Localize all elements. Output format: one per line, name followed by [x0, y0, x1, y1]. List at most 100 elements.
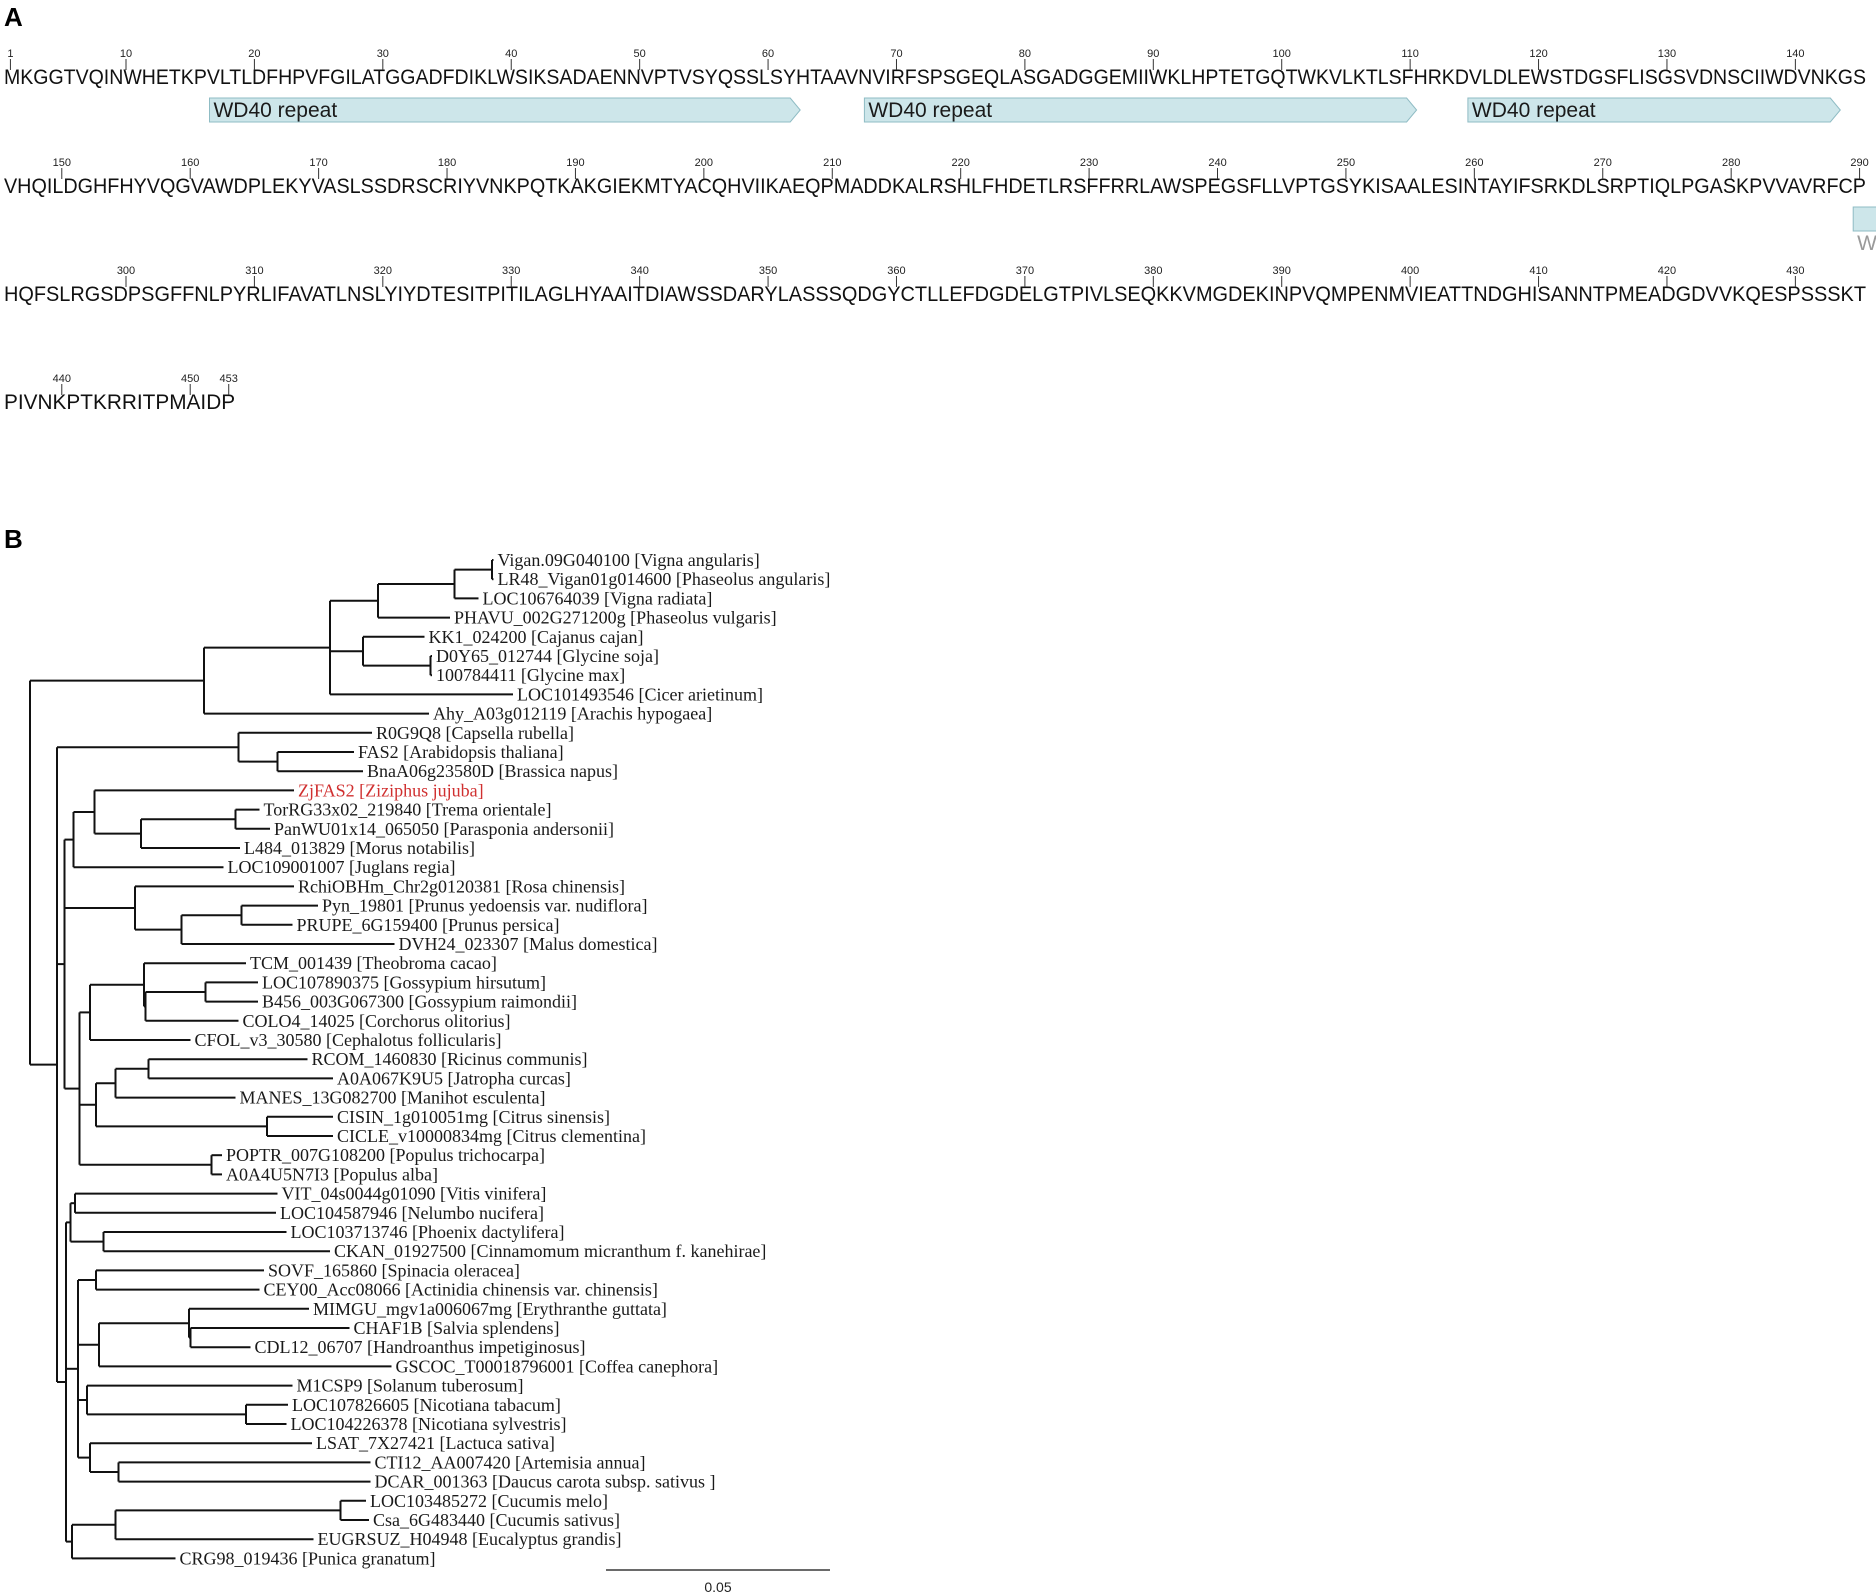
position-label: 30 — [377, 48, 389, 60]
position-label: 250 — [1337, 157, 1355, 169]
taxon-label: LOC104587946 [Nelumbo nucifera] — [280, 1203, 544, 1223]
position-label: 270 — [1594, 157, 1612, 169]
position-label: 130 — [1658, 48, 1676, 60]
position-label: 380 — [1144, 265, 1162, 277]
protein-sequence-map: MKGGTVQINWHETKPVLTLDFHPVFGILATGGADFDIKLW… — [4, 48, 1876, 414]
position-label: 100 — [1273, 48, 1291, 60]
taxon-label: LOC103485272 [Cucumis melo] — [370, 1491, 608, 1511]
position-label: 180 — [438, 157, 456, 169]
taxon-label: KK1_024200 [Cajanus cajan] — [429, 627, 644, 647]
position-label: 370 — [1016, 265, 1034, 277]
position-label: 60 — [762, 48, 774, 60]
taxon-label: LOC101493546 [Cicer arietinum] — [517, 684, 763, 704]
taxon-label: VIT_04s0044g01090 [Vitis vinifera] — [282, 1184, 547, 1204]
position-label: 300 — [117, 265, 135, 277]
wd40-repeat-arrow — [209, 97, 801, 123]
position-label: 310 — [245, 265, 263, 277]
taxon-label: CKAN_01927500 [Cinnamomum micranthum f. … — [334, 1241, 766, 1261]
position-label: 350 — [759, 265, 777, 277]
position-label: 360 — [887, 265, 905, 277]
wd40-repeat-label: WD40 repeat — [213, 99, 337, 122]
taxon-label: M1CSP9 [Solanum tuberosum] — [297, 1376, 524, 1396]
phylogenetic-tree: Vigan.09G040100 [Vigna angularis]LR48_Vi… — [29, 550, 831, 1595]
taxon-label: DCAR_001363 [Daucus carota subsp. sativu… — [375, 1472, 716, 1492]
taxon-label: B456_003G067300 [Gossypium raimondii] — [262, 992, 577, 1012]
position-label: 450 — [181, 373, 199, 385]
taxon-label: CTI12_AA007420 [Artemisia annua] — [375, 1452, 646, 1472]
taxon-label: TCM_001439 [Theobroma cacao] — [250, 953, 497, 973]
taxon-label: PanWU01x14_065050 [Parasponia andersonii… — [274, 819, 614, 839]
taxon-label: POPTR_007G108200 [Populus trichocarpa] — [226, 1145, 545, 1165]
position-label: 430 — [1786, 265, 1804, 277]
scale-bar-label: 0.05 — [704, 1579, 731, 1595]
position-label: 400 — [1401, 265, 1419, 277]
taxon-label: DVH24_023307 [Malus domestica] — [399, 934, 658, 954]
taxon-label: A0A4U5N7I3 [Populus alba] — [226, 1164, 438, 1184]
taxon-label: Csa_6G483440 [Cucumis sativus] — [373, 1510, 620, 1530]
taxon-label: CDL12_06707 [Handroanthus impetiginosus] — [255, 1337, 586, 1357]
taxon-label: LSAT_7X27421 [Lactuca sativa] — [316, 1433, 555, 1453]
taxon-label: LOC109001007 [Juglans regia] — [228, 857, 456, 877]
taxon-label: CISIN_1g010051mg [Citrus sinensis] — [337, 1107, 610, 1127]
taxon-label: A0A067K9U5 [Jatropha curcas] — [337, 1068, 571, 1088]
taxon-label: LOC106764039 [Vigna radiata] — [483, 588, 713, 608]
taxon-label: TorRG33x02_219840 [Trema orientale] — [264, 800, 552, 820]
taxon-label: LOC107826605 [Nicotiana tabacum] — [292, 1395, 561, 1415]
position-label: 453 — [220, 373, 238, 385]
position-label: 160 — [181, 157, 199, 169]
panel-a-label: A — [4, 2, 23, 32]
position-label: 120 — [1529, 48, 1547, 60]
position-label: 10 — [120, 48, 132, 60]
taxon-label: Vigan.09G040100 [Vigna angularis] — [498, 550, 760, 570]
sequence-row: VHQILDGHFHYVQGVAWDPLEKYVASLSSDRSCRIYVNKP… — [4, 174, 1866, 198]
position-label: 170 — [309, 157, 327, 169]
taxon-label: BnaA06g23580D [Brassica napus] — [367, 761, 618, 781]
position-label: 190 — [566, 157, 584, 169]
position-label: 200 — [695, 157, 713, 169]
position-label: 240 — [1208, 157, 1226, 169]
wd40-repeat-arrow — [1467, 97, 1841, 123]
position-label: 90 — [1147, 48, 1159, 60]
taxon-label: CICLE_v10000834mg [Citrus clementina] — [337, 1126, 646, 1146]
taxon-label: MANES_13G082700 [Manihot esculenta] — [240, 1088, 546, 1108]
wd40-repeat-arrow — [863, 97, 1418, 123]
position-label: 290 — [1850, 157, 1868, 169]
taxon-label: R0G9Q8 [Capsella rubella] — [376, 723, 574, 743]
position-label: 320 — [374, 265, 392, 277]
position-label: 140 — [1786, 48, 1804, 60]
taxon-label: GSCOC_T00018796001 [Coffea canephora] — [396, 1356, 719, 1376]
taxon-label: Pyn_19801 [Prunus yedoensis var. nudiflo… — [322, 896, 647, 916]
position-label: 70 — [890, 48, 902, 60]
taxon-label: SOVF_165860 [Spinacia oleracea] — [268, 1260, 520, 1280]
position-label: 20 — [248, 48, 260, 60]
taxon-label: COLO4_14025 [Corchorus olitorius] — [243, 1011, 511, 1031]
taxon-label: RCOM_1460830 [Ricinus communis] — [312, 1049, 588, 1069]
position-label: 150 — [53, 157, 71, 169]
taxon-label: LOC104226378 [Nicotiana sylvestris] — [291, 1414, 567, 1434]
taxon-label: LR48_Vigan01g014600 [Phaseolus angularis… — [498, 569, 831, 589]
position-label: 1 — [7, 48, 13, 60]
wd40-repeat-arrow — [1852, 206, 1876, 232]
position-label: 420 — [1658, 265, 1676, 277]
taxon-label: MIMGU_mgv1a006067mg [Erythranthe guttata… — [313, 1299, 667, 1319]
taxon-label: LOC107890375 [Gossypium hirsutum] — [262, 972, 546, 992]
taxon-label: FAS2 [Arabidopsis thaliana] — [358, 742, 564, 762]
position-label: 390 — [1273, 265, 1291, 277]
position-label: 410 — [1529, 265, 1547, 277]
taxon-label: RchiOBHm_Chr2g0120381 [Rosa chinensis] — [298, 876, 625, 896]
taxon-label: PHAVU_002G271200g [Phaseolus vulgaris] — [454, 608, 777, 628]
position-label: 40 — [505, 48, 517, 60]
taxon-label: CEY00_Acc08066 [Actinidia chinensis var.… — [264, 1280, 658, 1300]
position-label: 440 — [53, 373, 71, 385]
taxon-label: D0Y65_012744 [Glycine soja] — [436, 646, 659, 666]
position-label: 80 — [1019, 48, 1031, 60]
taxon-label: CHAF1B [Salvia splendens] — [354, 1318, 560, 1338]
taxon-label: L484_013829 [Morus notabilis] — [244, 838, 475, 858]
taxon-label: EUGRSUZ_H04948 [Eucalyptus grandis] — [318, 1529, 622, 1549]
position-label: 330 — [502, 265, 520, 277]
position-label: 230 — [1080, 157, 1098, 169]
wd40-repeat-label: WD40 repeat — [1857, 232, 1876, 255]
taxon-label: CRG98_019436 [Punica granatum] — [180, 1548, 436, 1568]
